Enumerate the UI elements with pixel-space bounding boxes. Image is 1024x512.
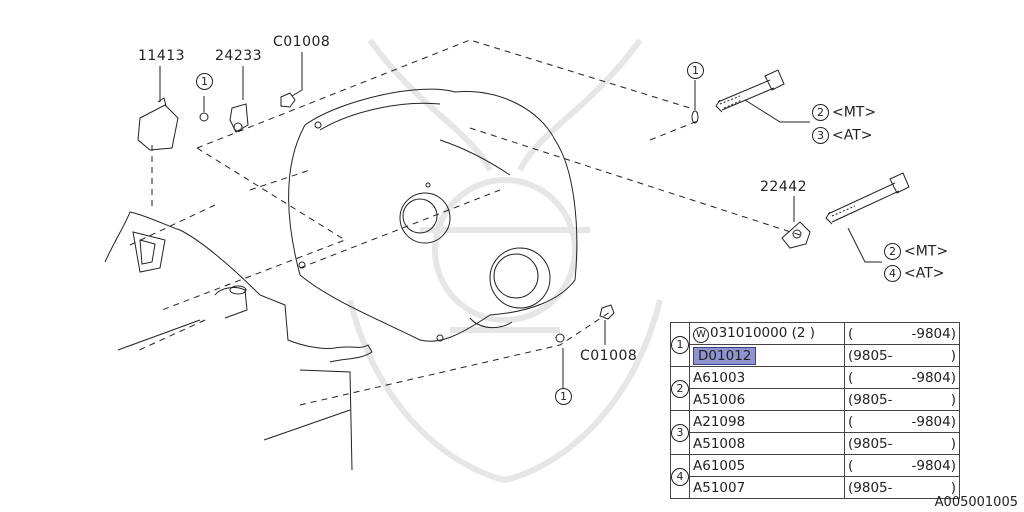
- part-number[interactable]: A51007: [693, 479, 746, 496]
- ref-mark-2[interactable]: 2: [884, 243, 901, 260]
- part-number[interactable]: A61003: [693, 369, 746, 386]
- leader-lines: [159, 52, 882, 388]
- ref-mark-2[interactable]: 2: [812, 104, 829, 121]
- transmission-housing: [288, 88, 578, 342]
- range-from: (9805-: [848, 479, 893, 496]
- date-range-cell: (9805-): [844, 388, 960, 411]
- date-range-cell: (9805-): [844, 344, 960, 367]
- range-to: ): [950, 479, 956, 496]
- range-from: (: [848, 413, 854, 430]
- part-number-highlighted[interactable]: D01012: [693, 346, 757, 365]
- ref-number: 4: [671, 467, 689, 486]
- range-to: -9804): [911, 413, 957, 430]
- range-from: (: [848, 325, 854, 342]
- date-range-cell: ( -9804): [844, 454, 960, 477]
- assembly-lines: [129, 39, 801, 406]
- part-number-cell[interactable]: A51006: [689, 388, 845, 411]
- part-number[interactable]: 031010000 (2 ): [710, 324, 816, 341]
- ref-number: 2: [671, 379, 689, 398]
- ref-number-cell: 1: [670, 322, 690, 367]
- range-from: (9805-: [848, 391, 893, 408]
- part-number[interactable]: A21098: [693, 413, 746, 430]
- washer-bottom: [555, 333, 565, 343]
- table-row[interactable]: D01012 (9805-): [671, 344, 960, 367]
- variant-label[interactable]: <AT>: [832, 127, 873, 144]
- ref-mark-1[interactable]: 1: [196, 73, 213, 90]
- callout-22442[interactable]: 22442: [760, 179, 808, 195]
- bolt-lower: [781, 172, 910, 249]
- callout-c01008-top[interactable]: C01008: [273, 34, 331, 50]
- left-case-fragment: [104, 211, 373, 471]
- table-row[interactable]: A51007 (9805-): [671, 476, 960, 499]
- ref-number-cell: 3: [670, 410, 690, 455]
- variant-label[interactable]: <MT>: [832, 104, 877, 121]
- variant-lower-mt: 2<MT>: [884, 243, 948, 260]
- range-to: ): [950, 391, 956, 408]
- variant-label[interactable]: <AT>: [904, 265, 945, 282]
- variant-label[interactable]: <MT>: [904, 243, 949, 260]
- variant-lower-at: 4<AT>: [884, 265, 945, 282]
- ref-mark-3[interactable]: 3: [812, 127, 829, 144]
- date-range-cell: ( -9804): [844, 366, 960, 389]
- clip-24233: [229, 103, 249, 133]
- table-row[interactable]: A51006 (9805-): [671, 388, 960, 411]
- nut-top: [280, 92, 296, 108]
- bolt-upper: [691, 69, 785, 124]
- ref-number-cell: 2: [670, 366, 690, 411]
- date-range-cell: (9805-): [844, 432, 960, 455]
- part-number-cell[interactable]: A61005: [689, 454, 845, 477]
- date-range-cell: (9805-): [844, 476, 960, 499]
- bracket-11413: [137, 97, 179, 151]
- ref-mark-1[interactable]: 1: [555, 388, 572, 405]
- callout-c01008-bottom[interactable]: C01008: [580, 348, 638, 364]
- part-number-cell[interactable]: A61003: [689, 366, 845, 389]
- ref-mark-4[interactable]: 4: [884, 265, 901, 282]
- range-from: (: [848, 369, 854, 386]
- range-to: ): [950, 435, 956, 452]
- washer-top: [199, 112, 209, 122]
- diagram-code: A005001005: [934, 495, 1018, 510]
- ref-number-cell: 4: [670, 454, 690, 499]
- callout-24233[interactable]: 24233: [215, 48, 263, 64]
- table-row[interactable]: A51008 (9805-): [671, 432, 960, 455]
- range-to: ): [950, 347, 956, 364]
- variant-upper-at: 3<AT>: [812, 127, 873, 144]
- variant-upper-mt: 2<MT>: [812, 104, 876, 121]
- range-to: -9804): [911, 369, 957, 386]
- part-number-cell[interactable]: A51007: [689, 476, 845, 499]
- part-number-cell[interactable]: D01012: [689, 344, 845, 367]
- range-from: (9805-: [848, 347, 893, 364]
- ref-mark-1[interactable]: 1: [687, 62, 704, 79]
- bracket-22442: [781, 221, 811, 249]
- range-to: -9804): [911, 325, 957, 342]
- ref-number: 1: [671, 335, 689, 354]
- range-to: -9804): [911, 457, 957, 474]
- watermark-emblem: [347, 38, 663, 484]
- part-number[interactable]: A61005: [693, 457, 746, 474]
- part-number-cell[interactable]: A51008: [689, 432, 845, 455]
- ref-number: 3: [671, 423, 689, 442]
- nut-bottom: [599, 304, 615, 320]
- date-range-cell: ( -9804): [844, 322, 960, 345]
- callout-11413[interactable]: 11413: [138, 48, 186, 64]
- w-badge: W: [693, 326, 709, 343]
- part-number-cell[interactable]: A21098: [689, 410, 845, 433]
- part-number[interactable]: A51008: [693, 435, 746, 452]
- part-number[interactable]: A51006: [693, 391, 746, 408]
- date-range-cell: ( -9804): [844, 410, 960, 433]
- range-from: (9805-: [848, 435, 893, 452]
- range-from: (: [848, 457, 854, 474]
